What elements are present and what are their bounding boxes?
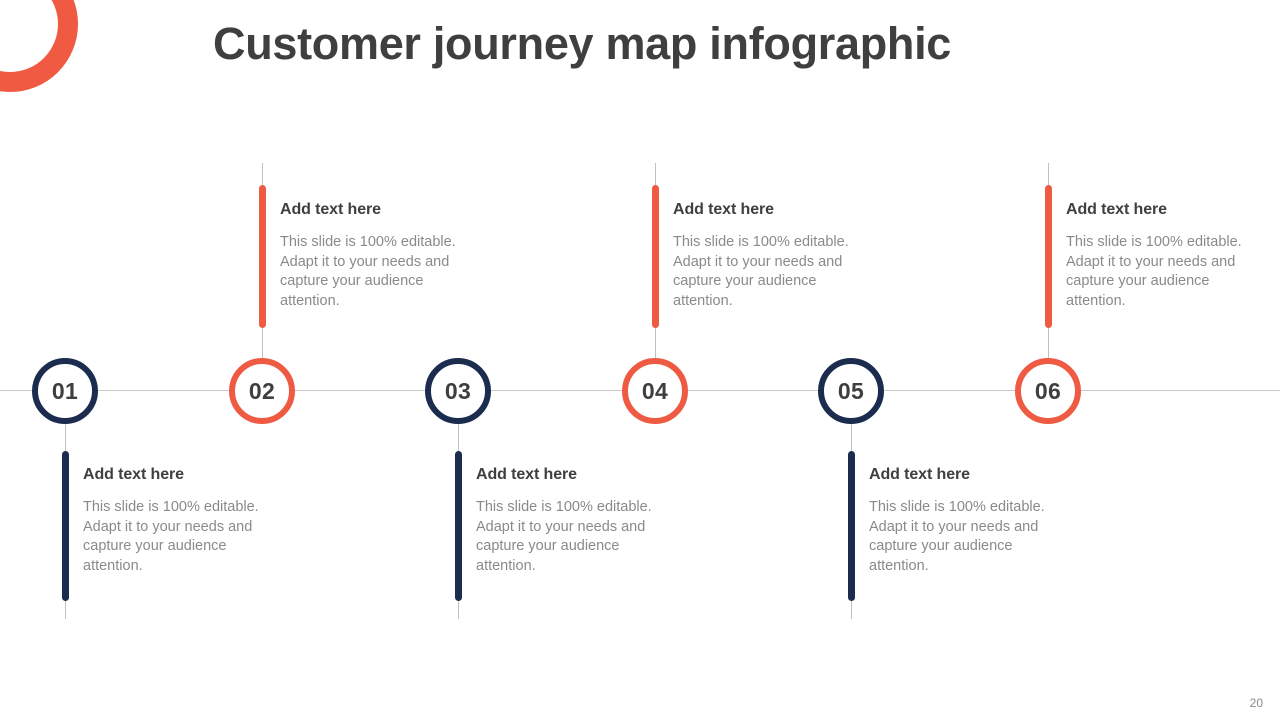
step-heading: Add text here xyxy=(476,466,577,483)
milestone-04[interactable]: 04 xyxy=(622,358,688,424)
accent-bar xyxy=(454,451,462,601)
milestone-number: 02 xyxy=(248,377,276,404)
accent-bar xyxy=(61,451,69,601)
milestone-02[interactable]: 02 xyxy=(229,358,295,424)
step-heading: Add text here xyxy=(83,466,184,483)
decorative-ring-icon xyxy=(0,0,102,116)
accent-bar xyxy=(651,185,659,328)
milestone-number: 05 xyxy=(837,377,865,404)
milestone-number: 01 xyxy=(51,377,79,404)
step-body-text: This slide is 100% editable. Adapt it to… xyxy=(280,234,456,309)
step-body-text: This slide is 100% editable. Adapt it to… xyxy=(1066,234,1242,309)
step-body-text: This slide is 100% editable. Adapt it to… xyxy=(83,499,259,574)
step-body-text: This slide is 100% editable. Adapt it to… xyxy=(476,499,652,574)
accent-bar xyxy=(1044,185,1052,328)
milestone-number: 04 xyxy=(641,377,669,404)
accent-bar xyxy=(258,185,266,328)
milestone-03[interactable]: 03 xyxy=(425,358,491,424)
step-heading: Add text here xyxy=(869,466,970,483)
milestone-01[interactable]: 01 xyxy=(32,358,98,424)
page-number: 20 xyxy=(1249,696,1263,710)
milestone-number: 03 xyxy=(444,377,472,404)
step-heading: Add text here xyxy=(673,201,774,218)
step-body-text: This slide is 100% editable. Adapt it to… xyxy=(673,234,849,309)
milestone-05[interactable]: 05 xyxy=(818,358,884,424)
milestone-06[interactable]: 06 xyxy=(1015,358,1081,424)
step-heading: Add text here xyxy=(280,201,381,218)
step-body-text: This slide is 100% editable. Adapt it to… xyxy=(869,499,1045,574)
milestone-number: 06 xyxy=(1034,377,1062,404)
accent-bar xyxy=(847,451,855,601)
step-heading: Add text here xyxy=(1066,201,1167,218)
page-title: Customer journey map infographic xyxy=(213,18,951,69)
